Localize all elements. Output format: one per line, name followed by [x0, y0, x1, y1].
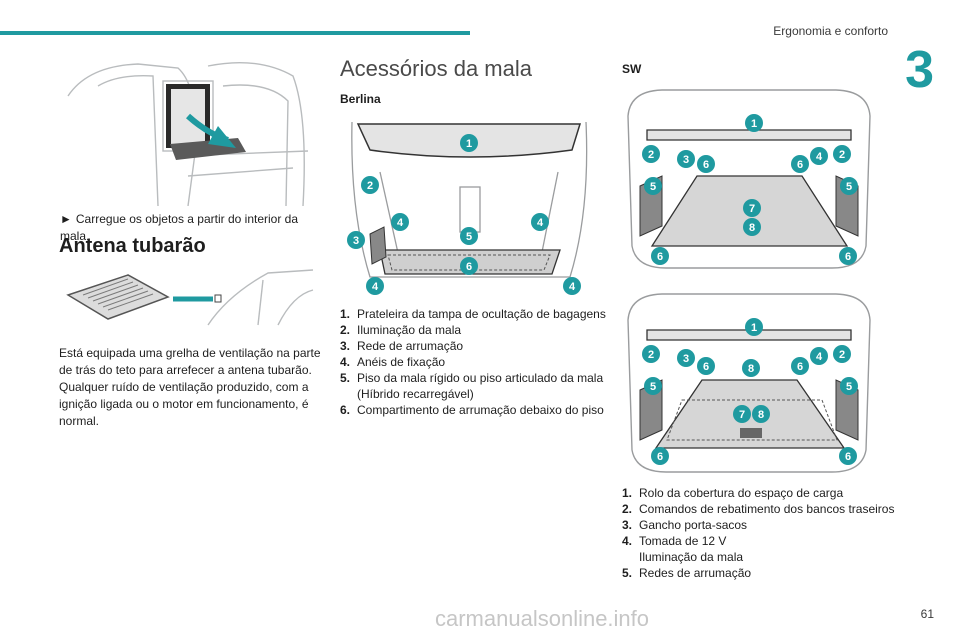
callout-1: 1 — [751, 118, 757, 130]
callout-3: 3 — [683, 154, 689, 166]
berlina-subtitle: Berlina — [340, 92, 381, 106]
header-accent-bar — [0, 31, 470, 35]
legend-item: 1.Rolo da cobertura do espaço de carga — [622, 486, 844, 500]
arrow-bullet-icon: ► — [60, 212, 72, 226]
callout-6: 6 — [657, 451, 663, 463]
legend-item: 5.Piso da mala rígido ou piso articulado… — [340, 371, 604, 401]
callout-6: 6 — [797, 361, 803, 373]
callout-5: 5 — [650, 181, 656, 193]
watermark: carmanualsonline.info — [435, 606, 650, 631]
legend-item: 5.Redes de arrumação — [622, 566, 752, 580]
legend-item: 2.Iluminação da mala — [340, 323, 462, 337]
chapter-number: 3 — [905, 41, 934, 99]
antenna-heading: Antena tubarão — [59, 235, 206, 257]
antenna-paragraph: Está equipada uma grelha de ventilação n… — [59, 346, 321, 428]
legend-item: 3.Rede de arrumação — [340, 339, 464, 353]
callout-2: 2 — [839, 149, 845, 161]
callout-5: 5 — [846, 381, 852, 393]
callout-4: 4 — [816, 151, 823, 163]
legend-item: Iluminação da mala — [639, 550, 744, 564]
callout-2: 2 — [839, 349, 845, 361]
callout-2: 2 — [367, 180, 373, 192]
callout-8: 8 — [748, 363, 754, 375]
legend-item: 6.Compartimento de arrumação debaixo do … — [340, 403, 604, 417]
callout-4: 4 — [537, 217, 544, 229]
callout-1: 1 — [751, 322, 757, 334]
callout-6: 6 — [797, 159, 803, 171]
callout-6: 6 — [466, 261, 472, 273]
callout-5: 5 — [846, 181, 852, 193]
callout-6: 6 — [657, 251, 663, 263]
callout-7: 7 — [749, 203, 755, 215]
callout-6: 6 — [845, 451, 851, 463]
bullet-text: Carregue os objetos a partir do interior… — [60, 212, 299, 243]
page-number: 61 — [920, 607, 934, 621]
sw-legend: 1.Rolo da cobertura do espaço de carga 2… — [622, 485, 912, 581]
legend-item: 2.Comandos de rebatimento dos bancos tra… — [622, 502, 895, 516]
sw-trunk-diagram-2: 1 2 3 6 8 6 4 2 5 5 7 8 6 6 — [622, 290, 876, 476]
sw-subtitle: SW — [622, 62, 642, 76]
callout-3: 3 — [683, 353, 689, 365]
callout-6: 6 — [845, 251, 851, 263]
callout-8: 8 — [749, 222, 755, 234]
sw-trunk-diagram-1: 1 2 3 6 6 4 2 5 5 7 8 6 6 — [622, 86, 876, 272]
trunk-accessories-heading: Acessórios da mala — [340, 56, 532, 81]
callout-6: 6 — [703, 159, 709, 171]
callout-1: 1 — [466, 138, 472, 150]
berlina-trunk-diagram: 1 2 3 4 4 5 6 4 4 — [340, 112, 598, 298]
legend-item: 3.Gancho porta-sacos — [622, 518, 748, 532]
antenna-illustration — [58, 265, 318, 333]
section-title: Ergonomia e conforto — [773, 24, 888, 38]
callout-3: 3 — [353, 235, 359, 247]
callout-7: 7 — [739, 409, 745, 421]
legend-item: 4.Anéis de fixação — [340, 355, 446, 369]
callout-4: 4 — [372, 281, 379, 293]
callout-4: 4 — [816, 351, 823, 363]
callout-4: 4 — [569, 281, 576, 293]
callout-5: 5 — [466, 231, 472, 243]
berlina-legend: 1.Prateleira da tampa de ocultação de ba… — [340, 306, 608, 418]
callout-4: 4 — [397, 217, 404, 229]
callout-6: 6 — [703, 361, 709, 373]
callout-2: 2 — [648, 149, 654, 161]
callout-8: 8 — [758, 409, 764, 421]
callout-5: 5 — [650, 381, 656, 393]
callout-2: 2 — [648, 349, 654, 361]
legend-item: 1.Prateleira da tampa de ocultação de ba… — [340, 307, 606, 321]
bullet-instruction: ►Carregue os objetos a partir do interio… — [60, 211, 330, 245]
legend-item: 4.Tomada de 12 V — [622, 534, 727, 548]
seat-loading-illustration — [58, 56, 316, 206]
